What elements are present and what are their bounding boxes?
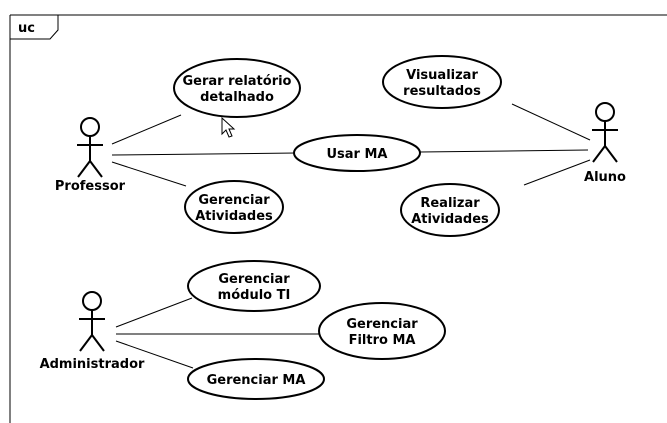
usecase-label: Realizar — [420, 196, 480, 211]
association-aluno-usar-ma — [419, 149, 589, 153]
associations — [111, 103, 591, 369]
usecase-label: Visualizar — [406, 68, 478, 83]
usecase-ellipse — [187, 260, 321, 312]
usecase-ellipse — [173, 58, 301, 118]
usecase-ellipse — [187, 358, 325, 400]
usecase-label: Usar MA — [326, 147, 387, 162]
usecase-ellipse — [318, 302, 446, 360]
association-aluno-realizar-atividades — [523, 159, 591, 186]
usecase-label: Atividades — [195, 209, 273, 224]
usecase-label: Atividades — [411, 212, 489, 227]
usecase-label: resultados — [403, 84, 481, 99]
arrow-cursor-icon — [221, 116, 236, 138]
actor-administrador[interactable]: Administrador — [40, 291, 145, 372]
actor-stick-figure-icon — [77, 117, 103, 178]
usecase-label: Gerenciar — [346, 317, 418, 332]
actor-name: Professor — [55, 179, 126, 194]
usecase-ellipse — [184, 180, 284, 234]
usecase-ellipse — [293, 134, 421, 172]
usecase-label: Filtro MA — [349, 333, 416, 348]
association-professor-gerenciar-atividades — [111, 161, 187, 187]
usecase-label: Gerenciar — [198, 193, 270, 208]
usecase-label: Gerenciar — [218, 272, 290, 287]
association-professor-usar-ma — [111, 152, 297, 156]
usecase-ellipse — [382, 55, 502, 109]
association-administrador-gerenciar-modulo-ti — [115, 297, 193, 328]
usecase-label: Gerar relatório — [182, 74, 291, 89]
actor-name: Aluno — [584, 170, 626, 185]
usecase-label: detalhado — [200, 90, 274, 105]
association-professor-gerar-relatorio — [111, 114, 182, 145]
actor-stick-figure-icon — [592, 102, 618, 163]
actor-name: Administrador — [40, 357, 145, 372]
actor-stick-figure-icon — [79, 291, 105, 352]
association-administrador-gerenciar-ma — [115, 340, 194, 369]
frame-label: uc — [18, 21, 35, 36]
actor-aluno[interactable]: Aluno — [584, 102, 626, 185]
usecase-label: Gerenciar MA — [207, 373, 306, 388]
usecase-gerenciar-ma[interactable]: Gerenciar MA — [187, 358, 325, 400]
usecase-usar-ma[interactable]: Usar MA — [293, 134, 421, 172]
usecase-label: módulo TI — [218, 288, 291, 303]
usecase-ellipse — [400, 183, 500, 237]
diagram-frame: uc — [9, 14, 667, 423]
frame-tag — [10, 14, 59, 40]
association-aluno-visualizar-resultados — [511, 103, 591, 141]
actor-professor[interactable]: Professor — [55, 117, 126, 194]
